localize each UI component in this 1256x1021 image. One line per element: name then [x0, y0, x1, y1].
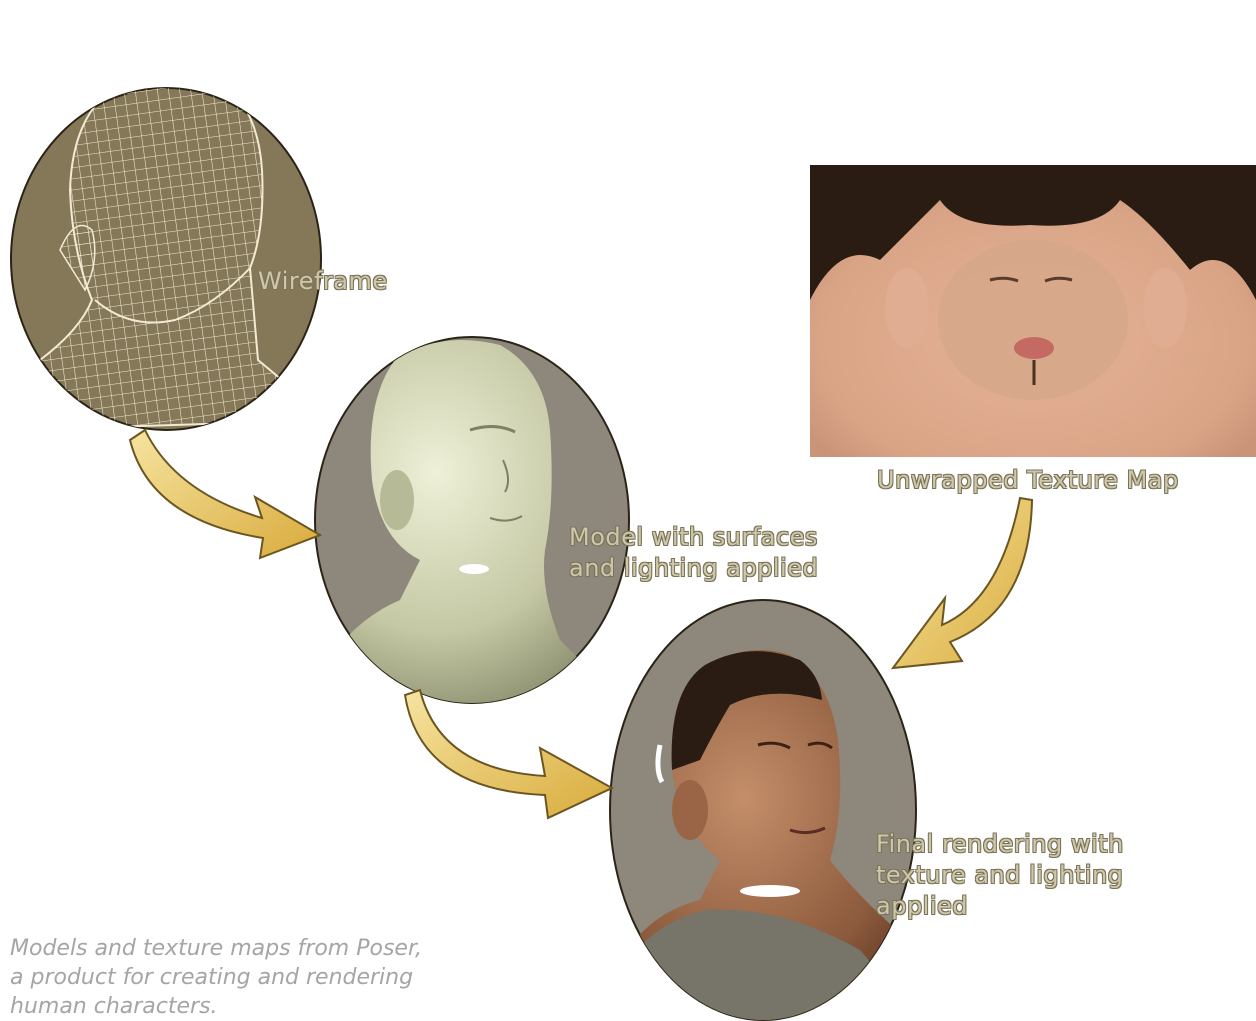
- texture-lips: [1014, 337, 1054, 359]
- label-final-line1: Final rendering with: [876, 829, 1124, 860]
- caption-line2: a product for creating and rendering: [10, 963, 422, 992]
- label-texture-map: Unwrapped Texture Map: [877, 465, 1179, 496]
- label-wireframe: Wireframe: [258, 266, 388, 297]
- label-final-line3: applied: [876, 891, 1124, 922]
- label-surfaces: Model with surfaces and lighting applied: [569, 522, 818, 584]
- model-ear: [380, 470, 414, 530]
- wireframe-oval: [11, 69, 330, 430]
- arrow-wireframe-to-model: [130, 430, 320, 558]
- label-surfaces-line1: Model with surfaces: [569, 522, 818, 553]
- arrow-texture-to-final: [893, 498, 1032, 668]
- caption: Models and texture maps from Poser, a pr…: [10, 934, 422, 1021]
- caption-line3: human characters.: [10, 992, 422, 1021]
- texture-map-image: [810, 165, 1256, 457]
- label-surfaces-line2: and lighting applied: [569, 553, 818, 584]
- label-final-line2: texture and lighting: [876, 860, 1124, 891]
- final-rendering-oval: [600, 600, 920, 1020]
- label-final: Final rendering with texture and lightin…: [876, 829, 1124, 922]
- arrow-model-to-final: [405, 690, 612, 818]
- caption-line1: Models and texture maps from Poser,: [10, 934, 422, 963]
